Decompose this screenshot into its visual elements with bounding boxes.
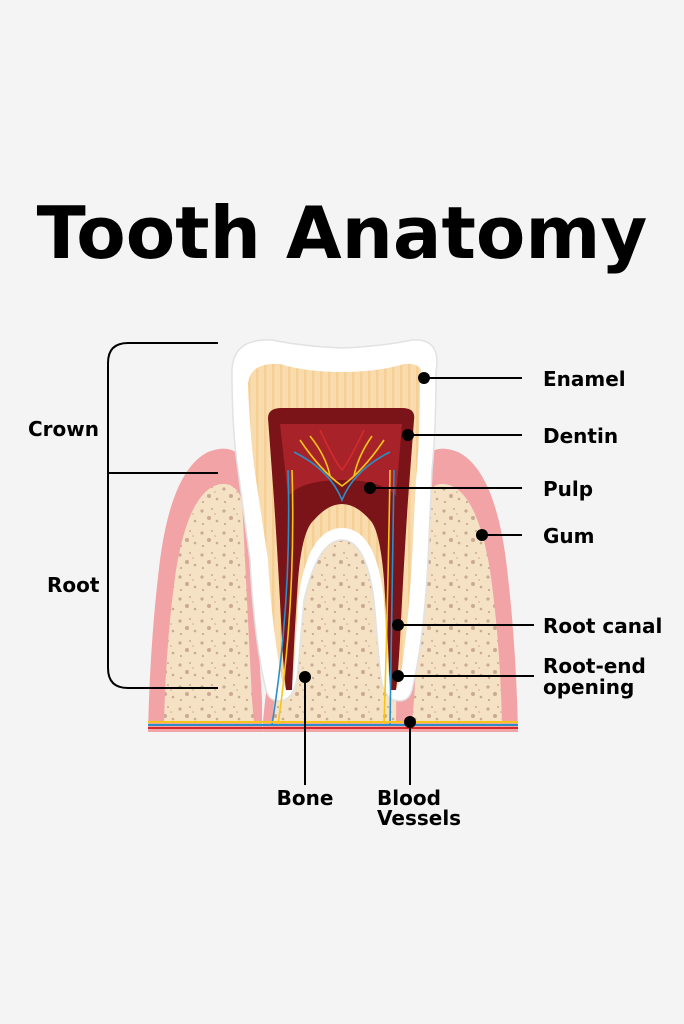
- bone-right: [412, 483, 502, 722]
- label-enamel: Enamel: [543, 367, 626, 391]
- page-title: Tooth Anatomy: [37, 191, 648, 275]
- label-blood-vessels-line1: Blood: [377, 786, 441, 810]
- label-dentin: Dentin: [543, 424, 618, 448]
- label-crown: Crown: [28, 417, 99, 441]
- label-root-end-opening-line1: Root-end: [543, 654, 646, 678]
- blood-vessel-lines: [148, 721, 518, 729]
- pulp-inner: [280, 424, 402, 496]
- label-blood-vessels-line2: Vessels: [377, 806, 461, 830]
- pulp-nerves: [271, 429, 395, 726]
- label-root-end-opening-line2: opening: [543, 675, 634, 699]
- label-bone: Bone: [277, 786, 334, 810]
- crown-root-bracket: [107, 342, 218, 689]
- leader-lines: [304, 377, 534, 785]
- label-gum: Gum: [543, 524, 595, 548]
- bone-left: [164, 483, 254, 722]
- label-root-canal: Root canal: [543, 614, 662, 638]
- label-root: Root: [47, 573, 100, 597]
- leader-dots: [299, 372, 488, 728]
- label-pulp: Pulp: [543, 477, 593, 501]
